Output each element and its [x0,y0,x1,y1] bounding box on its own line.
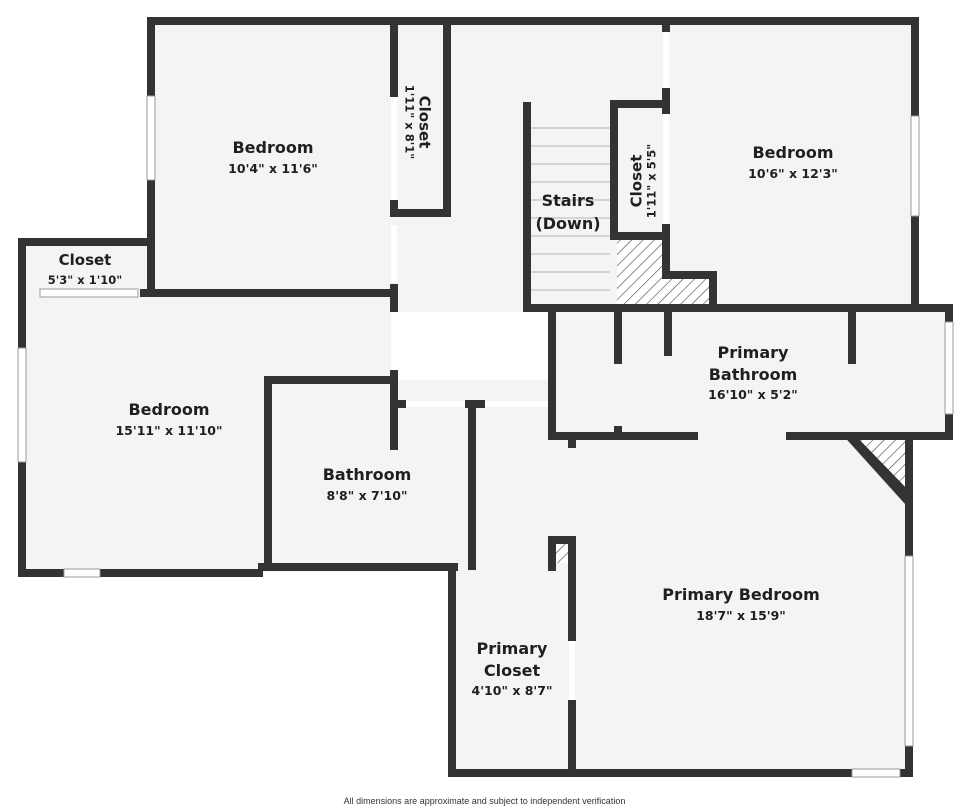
room-name: Bathroom [323,465,412,484]
room-name: Stairs [542,191,595,210]
room-dimensions: 5'3" x 1'10" [48,273,122,287]
stair-treads [530,127,610,304]
room-dimensions: 16'10" x 5'2" [708,387,798,402]
room-bedroom-w: Bedroom 15'11" x 11'10" [115,400,222,438]
room-name: Closet [628,155,646,208]
room-bedroom-ne: Bedroom 10'6" x 12'3" [748,143,838,181]
room-name: Bedroom [752,143,833,162]
room-name: Primary [718,343,789,362]
room-name: Closet [416,96,434,149]
room-closet-ne: Closet 1'11" x 5'5" [628,144,659,218]
room-name: Bedroom [232,138,313,157]
room-dimensions: 8'8" x 7'10" [327,488,408,503]
room-dimensions: 1'11" x 5'5" [645,144,659,218]
room-name: Closet [59,251,112,269]
room-dimensions: 18'7" x 15'9" [696,608,786,623]
hatched-area-pillar [556,543,568,563]
door-openings [391,32,669,700]
room-dimensions: 10'4" x 11'6" [228,161,318,176]
windows [17,95,954,778]
room-primary-bathroom: Primary Bathroom 16'10" x 5'2" [708,343,798,402]
room-dimensions: 1'11" x 8'1" [403,85,417,159]
room-dimensions: 15'11" x 11'10" [115,423,222,438]
room-name: Primary [477,639,548,658]
room-bedroom-nw: Bedroom 10'4" x 11'6" [228,138,318,176]
room-name-line2: (Down) [535,214,600,233]
room-name: Primary Bedroom [662,585,820,604]
disclaimer-text: All dimensions are approximate and subje… [343,796,626,806]
room-stairs: Stairs (Down) [535,191,600,233]
room-name-line2: Closet [484,661,541,680]
room-bathroom: Bathroom 8'8" x 7'10" [323,465,412,503]
floors [22,22,948,772]
room-dimensions: 10'6" x 12'3" [748,166,838,181]
room-name: Bedroom [128,400,209,419]
room-name-line2: Bathroom [709,365,798,384]
room-closet-nw: Closet 1'11" x 8'1" [403,85,434,159]
room-dimensions: 4'10" x 8'7" [472,683,553,698]
room-primary-bedroom: Primary Bedroom 18'7" x 15'9" [662,585,820,623]
room-closet-w: Closet 5'3" x 1'10" [48,251,122,287]
room-primary-closet: Primary Closet 4'10" x 8'7" [472,639,553,698]
